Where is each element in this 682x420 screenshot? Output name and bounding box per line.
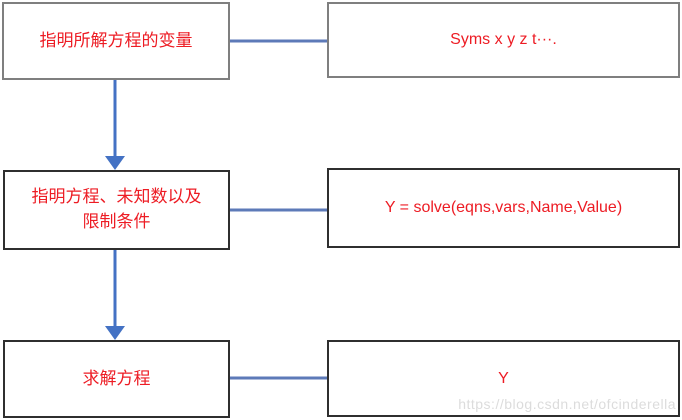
flow-box-result: Y [327, 340, 680, 417]
arrow-2-head-icon [105, 326, 125, 340]
watermark-url: https://blog.csdn.net/ofcinderella [458, 396, 676, 412]
arrow-1-head-icon [105, 156, 125, 170]
flow-box-syms-command: Syms x y z t···. [327, 2, 680, 78]
flow-box-declare-variables: 指明所解方程的变量 [2, 2, 230, 80]
flow-box-specify-equations: 指明方程、未知数以及 限制条件 [3, 170, 230, 250]
flow-box-solve-command: Y = solve(eqns,vars,Name,Value) [327, 168, 680, 248]
flow-box-solve-equation: 求解方程 [3, 340, 230, 418]
